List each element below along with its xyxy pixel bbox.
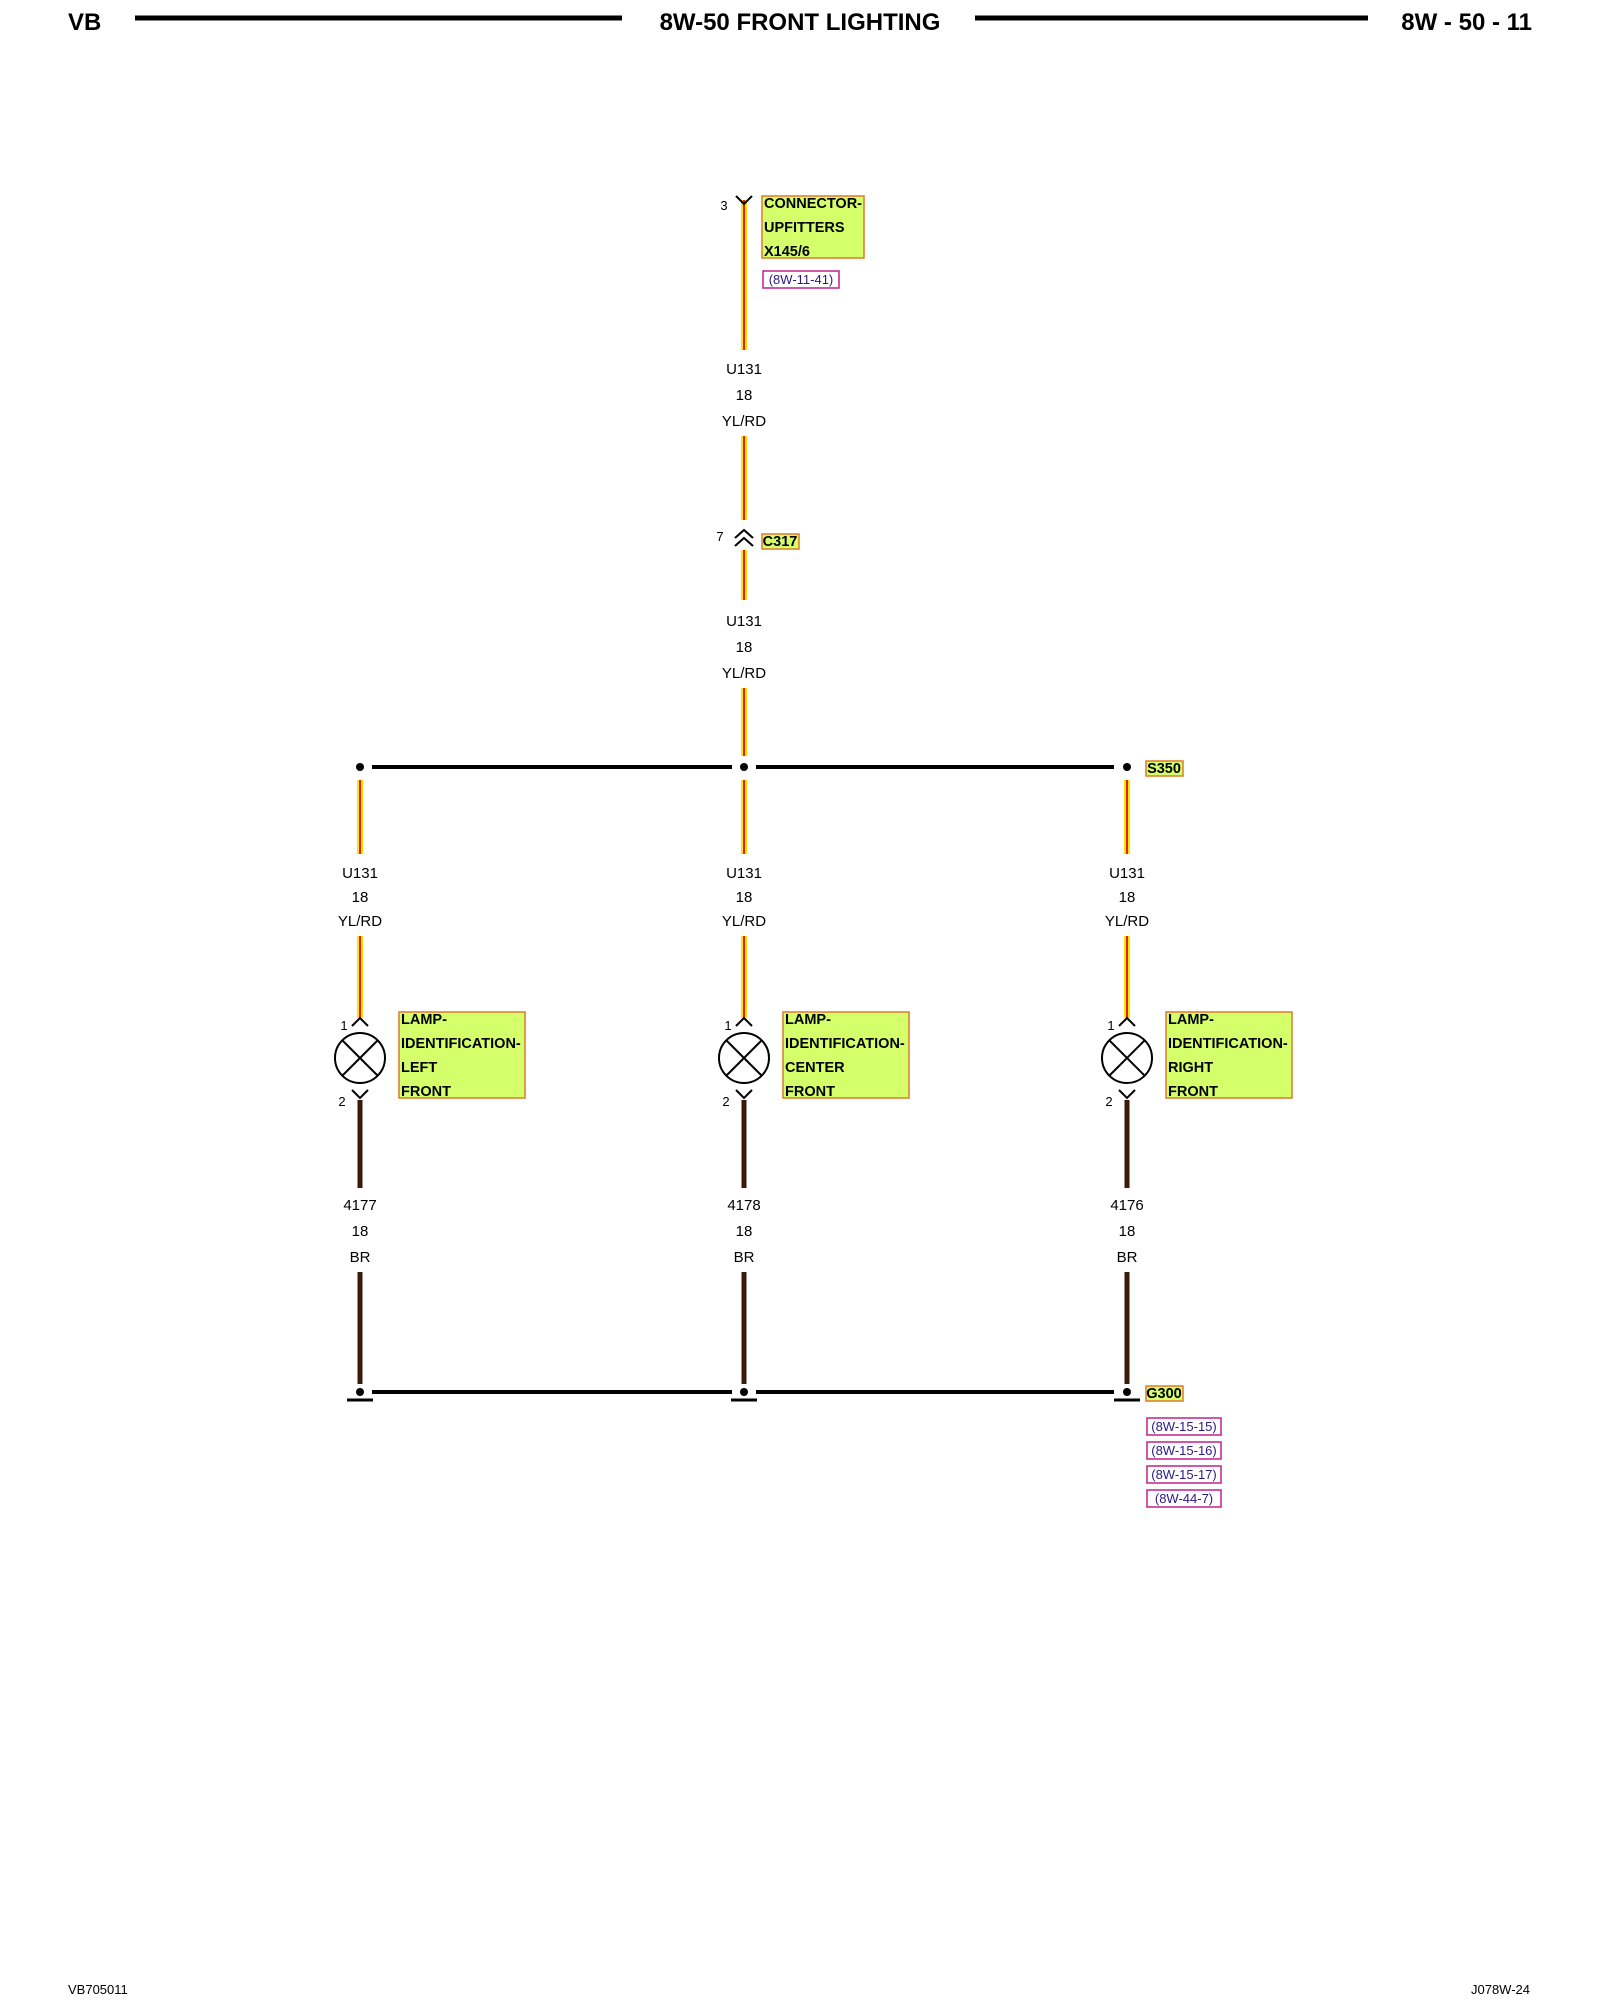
- branch-right: U131 18 YL/RD 1 2 LAMP- IDENTIFICATION- …: [1101, 780, 1293, 1384]
- wire-2-gauge: 18: [736, 639, 753, 656]
- upfitters-line-1: CONNECTOR-: [764, 196, 862, 212]
- lamp-center-bulb-icon: [718, 1032, 770, 1084]
- lamp-right-line-4: FRONT: [1168, 1084, 1218, 1100]
- branch-left-color: YL/RD: [338, 913, 382, 930]
- ground-label: G300: [1146, 1386, 1181, 1402]
- ground-left-gauge: 18: [352, 1223, 369, 1240]
- wire-1-circuit: U131: [726, 361, 762, 378]
- lamp-left-line-1: LAMP-: [401, 1012, 447, 1028]
- branch-center-gauge: 18: [736, 889, 753, 906]
- lamp-right-line-3: RIGHT: [1168, 1060, 1213, 1076]
- ground-right-color: BR: [1117, 1249, 1138, 1266]
- ground-left-circuit: 4177: [343, 1197, 376, 1214]
- branch-center-color: YL/RD: [722, 913, 766, 930]
- lamp-left-line-3: LEFT: [401, 1060, 437, 1076]
- header-left: VB: [68, 9, 101, 36]
- lamp-center-line-2: IDENTIFICATION-: [785, 1036, 905, 1052]
- header-right: 8W - 50 - 11: [1401, 9, 1532, 36]
- lamp-right-bulb-icon: [1101, 1032, 1153, 1084]
- lamp-right-line-2: IDENTIFICATION-: [1168, 1036, 1288, 1052]
- upfitters-ref-link[interactable]: (8W-11-41): [769, 272, 834, 287]
- page-title: 8W-50 FRONT LIGHTING: [660, 9, 941, 36]
- ground-right-gauge: 18: [1119, 1223, 1136, 1240]
- upfitters-connector-box: [761, 195, 865, 259]
- branch-left-gauge: 18: [352, 889, 369, 906]
- upfitters-pin: 3: [720, 198, 727, 213]
- lamp-left-pin-2: 2: [338, 1094, 345, 1109]
- splice-node-left: [356, 763, 364, 771]
- lamp-right-pin-1: 1: [1107, 1018, 1114, 1033]
- wire-1-color: YL/RD: [722, 413, 766, 430]
- upfitters-ref-box[interactable]: [762, 270, 840, 289]
- ground-symbol-left-icon: [347, 1388, 373, 1402]
- lamp-right-line-1: LAMP-: [1168, 1012, 1214, 1028]
- ground-ref-1-box[interactable]: [1146, 1417, 1222, 1436]
- ground-center-color: BR: [734, 1249, 755, 1266]
- c317-label-box: [761, 533, 800, 550]
- ground-ref-2[interactable]: (8W-15-16): [1151, 1443, 1217, 1458]
- ground-ref-1[interactable]: (8W-15-15): [1151, 1419, 1217, 1434]
- upfitters-connector-symbol: [735, 195, 753, 206]
- branch-right-circuit: U131: [1109, 865, 1145, 882]
- lamp-center-pin-2: 2: [722, 1094, 729, 1109]
- wire-1-gauge: 18: [736, 387, 753, 404]
- lamp-left-line-4: FRONT: [401, 1084, 451, 1100]
- lamp-center-box: [782, 1011, 910, 1099]
- footer-left: VB705011: [68, 1982, 128, 1997]
- branch-left: U131 18 YL/RD 1 2 LAMP- IDENTIFICATION- …: [334, 780, 526, 1384]
- lamp-left-bulb-icon: [334, 1032, 386, 1084]
- wire-2-color: YL/RD: [722, 665, 766, 682]
- ground-label-box: [1145, 1385, 1184, 1402]
- ground-right-circuit: 4176: [1110, 1197, 1143, 1214]
- lamp-center-line-4: FRONT: [785, 1084, 835, 1100]
- splice-node-center: [740, 763, 748, 771]
- lamp-left-line-2: IDENTIFICATION-: [401, 1036, 521, 1052]
- ground-ref-2-box[interactable]: [1146, 1441, 1222, 1460]
- ground-ref-4-box[interactable]: [1146, 1489, 1222, 1508]
- ground-symbol-center-icon: [731, 1388, 757, 1402]
- branch-right-color: YL/RD: [1105, 913, 1149, 930]
- branch-right-gauge: 18: [1119, 889, 1136, 906]
- lamp-center-line-3: CENTER: [785, 1060, 845, 1076]
- lamp-right-pin-2: 2: [1105, 1094, 1112, 1109]
- ground-center-gauge: 18: [736, 1223, 753, 1240]
- lamp-left-pin-1: 1: [340, 1018, 347, 1033]
- wire-2-circuit: U131: [726, 613, 762, 630]
- splice-label: S350: [1147, 761, 1181, 777]
- ground-ref-3[interactable]: (8W-15-17): [1151, 1467, 1217, 1482]
- ground-center-circuit: 4178: [727, 1197, 760, 1214]
- c317-label: C317: [763, 534, 798, 550]
- ground-ref-4[interactable]: (8W-44-7): [1155, 1491, 1213, 1506]
- ground-ref-3-box[interactable]: [1146, 1465, 1222, 1484]
- lamp-right-box: [1165, 1011, 1293, 1099]
- footer-right: J078W-24: [1471, 1982, 1530, 1997]
- branch-center: U131 18 YL/RD 1 2 LAMP- IDENTIFICATION- …: [718, 780, 910, 1384]
- branch-left-circuit: U131: [342, 865, 378, 882]
- lamp-left-box: [398, 1011, 526, 1099]
- c317-connector-symbol: [734, 528, 754, 539]
- upfitters-line-2: UPFITTERS: [764, 220, 845, 236]
- splice-node-right: [1123, 763, 1131, 771]
- splice-label-box: [1145, 760, 1184, 777]
- lamp-center-line-1: LAMP-: [785, 1012, 831, 1028]
- ground-symbol-right-icon: [1114, 1388, 1140, 1402]
- c317-pin: 7: [716, 529, 723, 544]
- lamp-center-pin-1: 1: [724, 1018, 731, 1033]
- ground-left-color: BR: [350, 1249, 371, 1266]
- branch-center-circuit: U131: [726, 865, 762, 882]
- upfitters-line-3: X145/6: [764, 244, 810, 260]
